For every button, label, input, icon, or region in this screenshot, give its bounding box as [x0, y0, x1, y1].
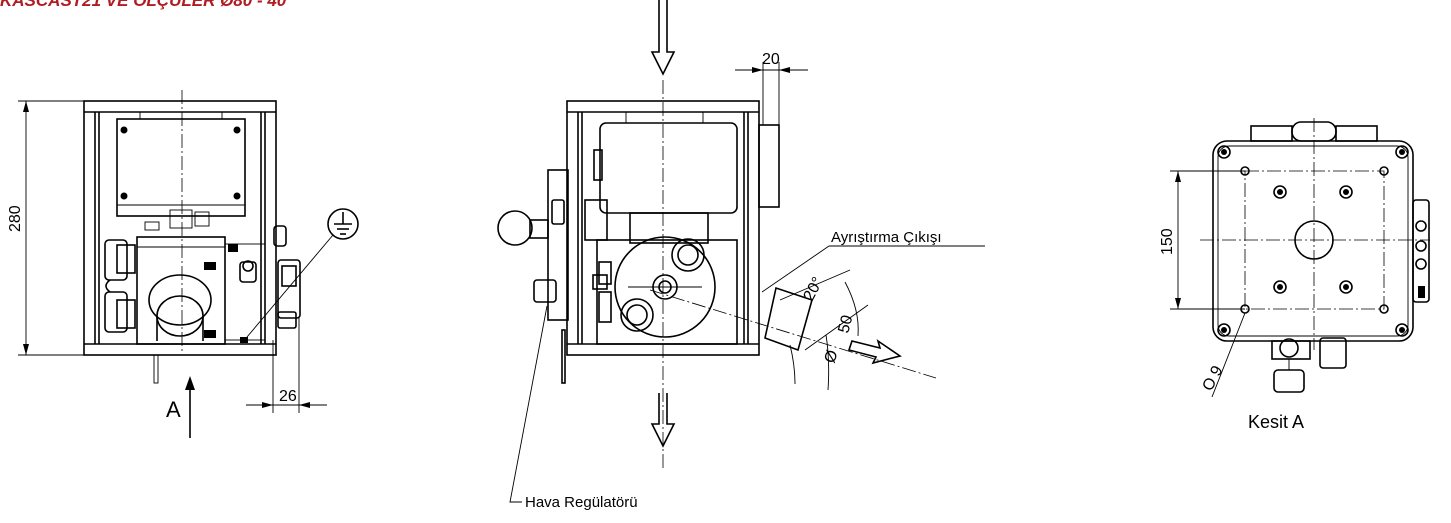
front-height-dimension: 280	[7, 205, 24, 232]
ground-leader	[246, 234, 334, 338]
outlet-direction-arrow	[847, 339, 902, 365]
regulator-label: Hava Regülatörü	[525, 494, 638, 511]
side-valve-housing	[596, 239, 738, 345]
front-view: 280 26 A	[7, 90, 359, 438]
side-view: 20 Ayrıştırma Çıkışı 20° 50 Ø Hava Regül…	[497, 0, 985, 511]
ground-icon	[327, 208, 359, 240]
hole-dimension: O 9	[1200, 363, 1227, 394]
front-valve-body	[136, 236, 226, 345]
section-caption: Kesit A	[1248, 412, 1304, 432]
drawing-title: KASCAST21 VE ÖLÇÜLER Ø80 - 40	[0, 0, 287, 10]
outlet-size-dimension: 50	[835, 313, 856, 335]
inlet-arrow	[650, 0, 676, 76]
regulator-leader	[509, 305, 548, 503]
side-top-dimension: 20	[762, 51, 780, 68]
outlet-label: Ayrıştırma Çıkışı	[831, 229, 942, 246]
front-frame	[83, 100, 277, 356]
section-height-dimension: 150	[1159, 228, 1176, 255]
section-view: 150 O 9 Kesit A	[1159, 118, 1430, 432]
angle-dimension: 20°	[801, 275, 827, 304]
rotary-disc	[614, 236, 716, 338]
diameter-symbol: Ø	[822, 348, 842, 365]
front-offset-dimension: 26	[279, 388, 297, 405]
front-motor-housing	[116, 118, 246, 217]
side-frame	[566, 100, 760, 356]
section-marker-label: A	[166, 397, 181, 422]
side-motor	[599, 122, 738, 214]
angled-outlet-pipe	[764, 286, 813, 352]
